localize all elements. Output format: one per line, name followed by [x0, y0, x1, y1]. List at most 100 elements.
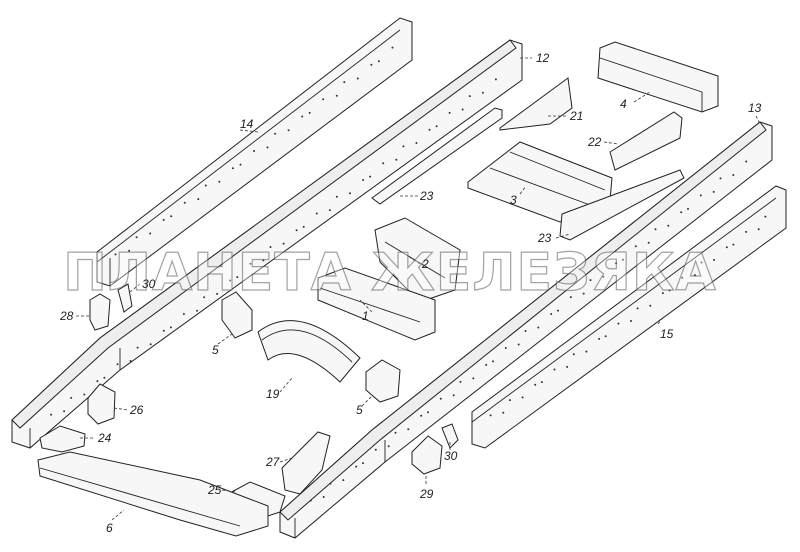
rivet-hole-1-27: [335, 195, 338, 198]
rivet-hole-2-9: [394, 431, 397, 434]
rivet-hole-1-39: [468, 95, 471, 98]
rivet-hole-2-13: [439, 397, 442, 400]
rivet-hole-2-14: [452, 394, 455, 397]
part-26-bracket: [87, 383, 116, 425]
rivet-hole-2-23: [550, 313, 553, 315]
part-5-bracket-lower: [365, 359, 401, 403]
rivet-hole-0-16: [287, 129, 290, 132]
part-23-upper-bar: [371, 107, 503, 205]
rivet-hole-3-3: [508, 399, 511, 402]
rivet-hole-2-35: [680, 211, 683, 214]
rivet-hole-0-10: [218, 180, 221, 183]
rivet-hole-1-18: [236, 276, 239, 279]
rivet-hole-1-9: [136, 346, 139, 349]
rivet-hole-1-7: [116, 363, 119, 366]
rivet-hole-3-22: [713, 258, 716, 261]
rivet-hole-2-16: [472, 377, 475, 380]
rivet-hole-1-29: [362, 179, 365, 181]
part-5-bracket-upper: [221, 291, 253, 339]
part-1-crossmember: [317, 267, 436, 341]
rivet-hole-1-17: [229, 279, 232, 282]
rivet-hole-2-38: [712, 190, 715, 193]
rivet-hole-2-2: [322, 496, 325, 498]
part-23-lower-bar: [559, 169, 685, 241]
rivet-hole-2-31: [634, 245, 637, 248]
rivet-hole-1-25: [315, 212, 318, 215]
rivet-hole-1-35: [428, 128, 431, 131]
rivet-hole-3-11: [598, 337, 601, 340]
part-22-gusset: [609, 111, 683, 171]
rivet-hole-1-14: [196, 309, 198, 312]
rivet-hole-0-13: [253, 150, 255, 152]
rivet-hole-2-1: [309, 499, 312, 502]
rivet-hole-2-40: [732, 174, 735, 176]
rivet-hole-1-3: [70, 396, 73, 399]
part-29-bracket: [411, 435, 443, 475]
callout-26: 26: [129, 403, 144, 417]
rivet-hole-3-15: [636, 307, 639, 310]
rivet-hole-3-13: [617, 322, 620, 325]
rivet-hole-1-8: [129, 360, 132, 362]
rivet-hole-1-10: [149, 343, 152, 346]
rivet-hole-0-6: [170, 215, 173, 218]
callout-30-upper: 30: [142, 277, 156, 291]
part-13-right-side-member: [279, 121, 773, 539]
rivet-hole-0-3: [135, 236, 138, 239]
rivet-hole-0-23: [370, 63, 373, 66]
rivet-hole-0-18: [308, 111, 311, 114]
part-19-curved-crossmember: [257, 320, 361, 383]
rivet-hole-1-23: [295, 229, 298, 232]
rivet-hole-1-21: [269, 246, 272, 248]
callout-21: 21: [569, 109, 583, 123]
rivet-hole-2-18: [492, 360, 494, 363]
leader-lines: [76, 57, 761, 521]
rivet-hole-0-17: [301, 115, 304, 118]
rivet-hole-1-37: [448, 111, 451, 114]
callout-14: 14: [240, 117, 254, 131]
rivet-hole-1-28: [349, 192, 351, 195]
rivet-hole-3-6: [540, 381, 543, 384]
rivet-hole-2-30: [622, 258, 624, 261]
rivet-hole-2-24: [557, 309, 559, 312]
rivet-hole-2-7: [374, 448, 377, 451]
rivet-hole-0-19: [322, 98, 325, 101]
callout-12: 12: [536, 51, 550, 65]
rivet-hole-3-8: [566, 365, 569, 368]
rivet-hole-1-19: [249, 262, 252, 265]
rivet-hole-0-22: [356, 77, 359, 80]
rivet-hole-3-27: [764, 215, 767, 218]
callout-29: 29: [419, 487, 434, 501]
part-12-left-side-member: [11, 39, 523, 449]
part-30-bracket-upper: [117, 283, 133, 313]
callout-5-lower: 5: [356, 403, 363, 417]
rivet-hole-3-2: [502, 411, 505, 414]
rivet-hole-3-25: [745, 230, 748, 233]
rivet-hole-2-25: [569, 296, 572, 299]
rivet-hole-2-27: [589, 279, 592, 282]
callout-4: 4: [620, 97, 627, 111]
callout-5-upper: 5: [212, 343, 219, 357]
callout-28: 28: [59, 309, 74, 323]
rivet-hole-0-21: [343, 81, 346, 84]
rivet-hole-1-6: [103, 376, 106, 379]
rivet-hole-2-33: [654, 228, 657, 231]
part-30-bracket-lower: [441, 423, 459, 449]
rivet-hole-2-37: [699, 194, 702, 197]
rivet-hole-2-28: [602, 275, 605, 278]
rivet-hole-2-32: [647, 241, 650, 244]
callout-15: 15: [660, 327, 674, 341]
watermark-text: ПЛАНЕТА ЖЕЛЕЗЯКА: [63, 243, 716, 303]
rivet-hole-1-32: [395, 158, 398, 161]
rivet-hole-3-7: [553, 368, 556, 371]
callout-labels: 14 12 4 13 21 22 3 23 23 2 30 28 1 5 15 …: [59, 51, 762, 535]
callout-1: 1: [362, 309, 369, 323]
rivet-hole-0-9: [204, 184, 207, 187]
rivet-hole-3-20: [693, 274, 696, 277]
part-27-bracket: [281, 431, 331, 495]
rivet-hole-1-2: [63, 410, 66, 413]
part-15-right-reinforcement: [471, 185, 787, 449]
rivet-hole-1-5: [96, 380, 99, 383]
callout-25: 25: [207, 483, 222, 497]
rivet-hole-1-26: [328, 209, 331, 212]
